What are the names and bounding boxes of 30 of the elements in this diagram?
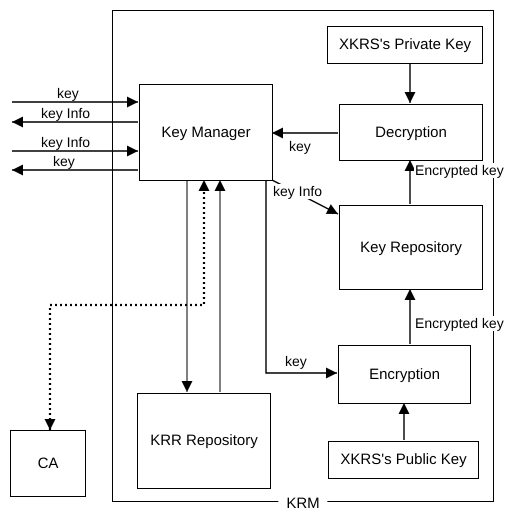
edge-label: key [288,139,312,154]
arrow [12,96,138,108]
arrow [12,146,138,156]
process-box: Decryption [339,104,483,161]
arrow [404,63,416,103]
edge-label: Encrypted key [414,316,505,331]
arrow [404,289,416,344]
edge-label: key Info [40,135,92,150]
arrow [265,180,337,378]
edge-label: key [284,354,308,369]
process-box: Key Manager [139,84,273,181]
edge-label: Encrypted key [414,163,505,178]
arrow [404,160,416,204]
edge-label: key Info [40,106,92,121]
edge-label: key [56,86,80,101]
process-box: Key Repository [339,205,483,290]
edge-label: key [52,154,76,169]
arrow [398,403,410,440]
arrow [12,164,138,176]
arrow [182,180,192,392]
arrow [44,180,210,430]
process-box: KRR Repository [137,393,271,489]
arrow [12,116,138,128]
arrow [214,180,226,392]
process-box: XKRS's Public Key [328,441,479,479]
process-box: XKRS's Private Key [327,26,483,64]
process-box: Encryption [338,345,471,404]
process-box: CA [10,430,86,497]
arrow [272,128,338,138]
edge-label: key Info [272,184,324,199]
